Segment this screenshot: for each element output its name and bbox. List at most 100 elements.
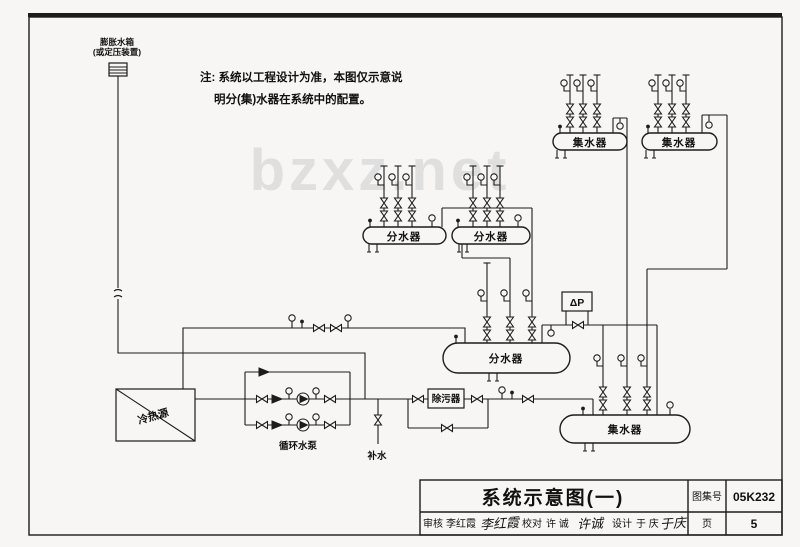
check-valve-icon bbox=[271, 420, 283, 430]
expansion-tank-label: 膨胀水箱 bbox=[99, 37, 135, 47]
gauge-icon bbox=[312, 413, 320, 421]
valve-icon bbox=[565, 103, 575, 115]
check-valve-icon bbox=[271, 394, 283, 404]
gauge-stem bbox=[590, 86, 597, 92]
valve-icon bbox=[255, 394, 269, 404]
valve-icon bbox=[255, 420, 269, 430]
valve-icon bbox=[312, 323, 326, 333]
gauge-stem bbox=[563, 86, 570, 92]
pipe-break-icon bbox=[113, 288, 123, 298]
valve-icon bbox=[440, 423, 454, 433]
valve-icon bbox=[470, 394, 484, 404]
designer-signature: 于庆 bbox=[660, 516, 689, 533]
gauge-icon bbox=[587, 79, 595, 87]
valve-icon bbox=[622, 399, 632, 411]
valve-icon bbox=[653, 116, 663, 128]
gauge-stem bbox=[466, 180, 473, 186]
gauge-icon bbox=[648, 79, 656, 87]
gauge-stem bbox=[620, 361, 627, 367]
valve-icon bbox=[407, 197, 417, 209]
strainer-label: 除污器 bbox=[432, 393, 461, 405]
valve-icon bbox=[482, 197, 492, 209]
pump-icon bbox=[296, 392, 310, 406]
gauge-icon bbox=[666, 401, 674, 409]
thermometer-icon bbox=[300, 319, 304, 329]
gauge-icon bbox=[560, 79, 568, 87]
vessel-label: 集水器 bbox=[661, 136, 697, 149]
valve-icon bbox=[379, 210, 389, 222]
gauge-stem bbox=[377, 180, 384, 186]
valve-icon bbox=[521, 394, 535, 404]
gauge-stem bbox=[525, 296, 532, 302]
valve-icon bbox=[622, 386, 632, 398]
gauge-stem bbox=[480, 296, 487, 302]
valve-icon bbox=[642, 399, 652, 411]
design-note: 注: 系统以工程设计为准，本图仅示意说 明分(集)水器在系统中的配置。 bbox=[200, 70, 403, 106]
gauge-icon bbox=[477, 289, 485, 297]
gauge-icon bbox=[500, 289, 508, 297]
circulating-pump-label: 循环水泵 bbox=[279, 440, 318, 452]
gauge-icon bbox=[285, 387, 293, 395]
vessels: 集水器 集水器 分水器 分水器 分水器 集水器 bbox=[362, 121, 718, 452]
checker-signature: 许诚 bbox=[577, 516, 606, 532]
main-collector bbox=[559, 414, 691, 444]
page-label: 页 bbox=[702, 518, 712, 530]
main-distributor bbox=[442, 342, 571, 374]
gauge-icon bbox=[662, 79, 670, 87]
drawing-title: 系统示意图(一) bbox=[482, 486, 625, 509]
gauge-stem bbox=[503, 296, 510, 302]
gauge-icon bbox=[676, 79, 684, 87]
gauge-icon bbox=[593, 354, 601, 362]
valve-icon bbox=[667, 103, 677, 115]
gauge-stem bbox=[576, 86, 583, 92]
gauge-icon bbox=[477, 173, 485, 181]
gauge-icon bbox=[547, 329, 555, 337]
valve-icon bbox=[329, 323, 343, 333]
dp-bypass: ΔP bbox=[547, 291, 593, 337]
supply-line-fittings bbox=[288, 314, 352, 333]
valve-icon bbox=[653, 103, 663, 115]
dp-controller-label: ΔP bbox=[570, 297, 585, 309]
design-label: 设计 bbox=[612, 517, 632, 530]
thermometer-icon bbox=[510, 390, 514, 400]
designer-name: 于 庆 bbox=[636, 517, 659, 530]
valve-icon bbox=[482, 210, 492, 222]
pump-icon bbox=[296, 418, 310, 432]
thermometer-icon bbox=[454, 334, 458, 344]
valve-icon bbox=[468, 197, 478, 209]
gauge-icon bbox=[514, 214, 522, 222]
valve-icon bbox=[681, 116, 691, 128]
valve-icon bbox=[482, 329, 492, 341]
gauge-icon bbox=[312, 387, 320, 395]
valve-icon bbox=[505, 329, 515, 341]
gauge-icon bbox=[522, 289, 530, 297]
vessel-label: 集水器 bbox=[572, 136, 608, 149]
valve-icon bbox=[407, 210, 417, 222]
circulating-pump-group: 循环水泵 bbox=[255, 367, 337, 452]
gauge-icon bbox=[402, 173, 410, 181]
note-line-1: 注: 系统以工程设计为准，本图仅示意说 bbox=[200, 70, 403, 84]
reviewer-signature: 李红霞 bbox=[480, 516, 522, 534]
mid-distributor-2 bbox=[451, 226, 531, 245]
makeup-water-label: 补水 bbox=[366, 450, 387, 462]
valve-icon bbox=[323, 420, 337, 430]
gauge-icon bbox=[705, 121, 713, 129]
vessel-label: 分水器 bbox=[489, 352, 524, 365]
valve-icon bbox=[681, 103, 691, 115]
valve-icon bbox=[495, 210, 505, 222]
gauge-icon bbox=[637, 354, 645, 362]
valve-icon bbox=[642, 386, 652, 398]
thermometer-icon bbox=[581, 406, 585, 416]
title-block: 系统示意图(一) 图集号 05K232 页 5 审核 李红霞 李红霞 校对 许 … bbox=[419, 479, 783, 536]
gauge-icon bbox=[616, 122, 624, 130]
gauge-icon bbox=[463, 173, 471, 181]
valve-icon bbox=[578, 103, 588, 115]
thermometer-icon bbox=[456, 218, 460, 228]
vessel-label: 分水器 bbox=[387, 230, 422, 243]
gauge-icon bbox=[288, 314, 296, 322]
gauge-stem bbox=[665, 86, 672, 92]
valve-icon bbox=[379, 197, 389, 209]
watermark-text: bzxz.net bbox=[250, 138, 511, 203]
risers bbox=[374, 74, 691, 415]
